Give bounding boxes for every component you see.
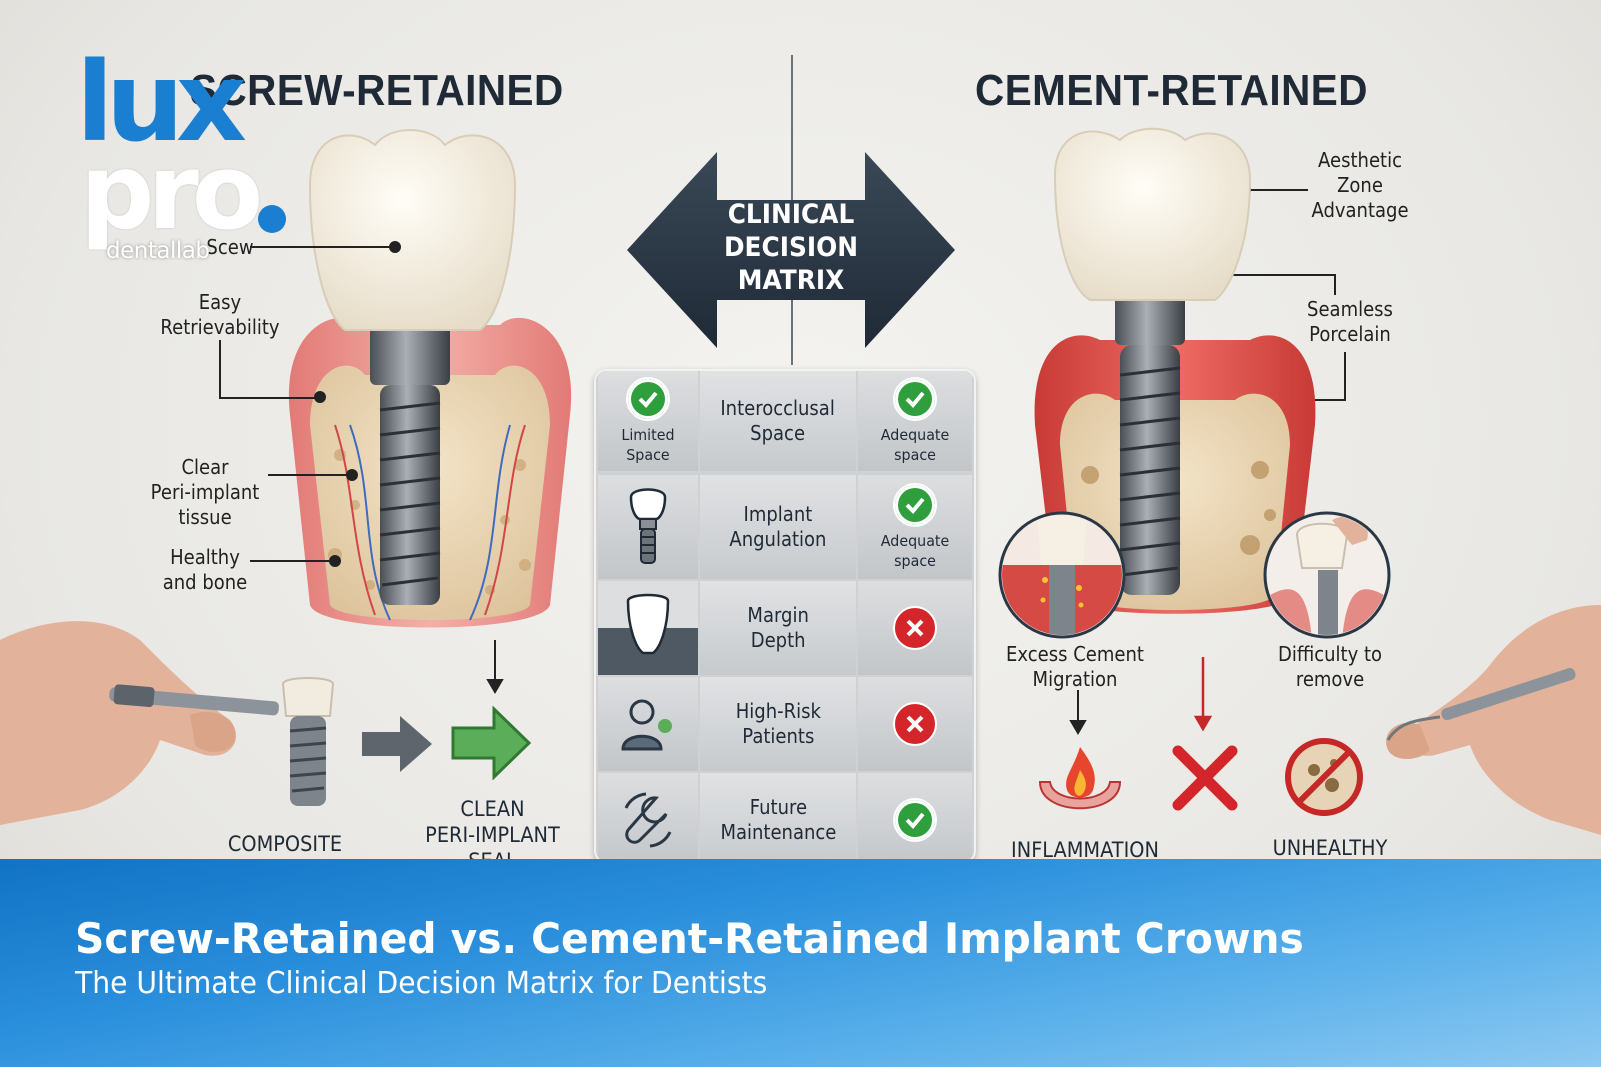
matrix-right-cell: Adequate space [858, 475, 972, 579]
difficulty-remove-inset [1263, 511, 1391, 639]
logo-pro: pro [80, 131, 263, 253]
crown-callout-label: Scew [206, 235, 254, 259]
screw-retained-heading: SCREW-RETAINED [190, 66, 564, 115]
logo-lux: lux [76, 38, 247, 166]
small-implant-icon [281, 677, 335, 806]
cement-retained-illustration [1034, 127, 1316, 614]
cement-retained-heading: CEMENT-RETAINED [975, 66, 1368, 115]
matrix-right-text: Adequate space [880, 532, 950, 570]
cement-migration-inset [998, 511, 1126, 639]
table-row: Future Maintenance [596, 773, 974, 861]
matrix-criterion-cell: Implant Angulation [700, 475, 856, 579]
peri-implant-tissue-label: Clear Peri-implant tissue [150, 455, 260, 529]
table-row: Margin Depth [596, 581, 974, 675]
gray-arrow-icon [362, 716, 432, 772]
check-icon [893, 377, 937, 421]
wrench-icon [624, 792, 672, 848]
banner-title: Screw-Retained vs. Cement-Retained Impla… [75, 914, 1304, 963]
matrix-arrow-label: CLINICAL DECISION MATRIX [690, 198, 892, 297]
green-arrow-icon [451, 706, 532, 780]
matrix-criterion-cell: Interocclusal Space [700, 371, 856, 471]
matrix-criterion: Margin Depth [747, 603, 809, 652]
matrix-criterion-cell: High-Risk Patients [700, 677, 856, 771]
composite-label: COMPOSITE [227, 832, 343, 856]
matrix-left-text: Limited Space [621, 426, 675, 464]
aesthetic-zone-label: Aesthetic Zone Advantage [1311, 148, 1409, 222]
matrix-right-cell [858, 677, 972, 771]
unhealthy-label: UNHEALTHY [1272, 836, 1388, 860]
logo-dentallab: dentallab [106, 238, 210, 264]
no-bone-icon [1285, 738, 1363, 816]
check-icon [893, 798, 937, 842]
excess-cement-label: Excess Cement Migration [1006, 642, 1144, 691]
matrix-right-text: Adequate space [880, 426, 950, 464]
screw-retained-illustration [288, 129, 572, 628]
matrix-right-cell: Adequate space [858, 371, 972, 471]
title-banner [0, 859, 1601, 1067]
inflammation-icon [1038, 747, 1122, 810]
matrix-left-cell [598, 475, 698, 579]
matrix-right-cell [858, 773, 972, 861]
clean-seal-label: CLEAN PERI-IMPLANT SEAL [425, 797, 560, 873]
matrix-left-cell [598, 581, 698, 675]
banner-subtitle: The Ultimate Clinical Decision Matrix fo… [75, 966, 768, 1001]
user-icon [621, 699, 672, 751]
difficulty-remove-label: Difficulty to remove [1277, 642, 1383, 691]
matrix-criterion: Interocclusal Space [720, 396, 836, 445]
healthy-bone-label: Healthy and bone [162, 545, 248, 594]
matrix-arrow-text: CLINICAL DECISION MATRIX [723, 199, 859, 296]
table-row: Limited Space Interocclusal Space Adequa… [596, 371, 974, 475]
matrix-criterion-cell: Margin Depth [700, 581, 856, 675]
matrix-left-cell: Limited Space [598, 371, 698, 471]
check-icon [893, 483, 937, 527]
margin-depth-icon [626, 593, 670, 655]
hand-probe-illustration [1386, 605, 1601, 835]
check-icon [626, 377, 670, 421]
logo-dot [258, 205, 286, 233]
seamless-porcelain-label: Seamless Porcelain [1307, 297, 1393, 346]
cross-icon [893, 606, 937, 650]
matrix-left-cell [598, 773, 698, 861]
retrievability-label: Easy Retrievability [160, 290, 280, 339]
cross-icon [893, 702, 937, 746]
matrix-criterion-cell: Future Maintenance [700, 773, 856, 861]
red-x-icon [1172, 745, 1238, 811]
matrix-left-cell [598, 677, 698, 771]
matrix-criterion: Implant Angulation [729, 502, 827, 551]
decision-matrix: Limited Space Interocclusal Space Adequa… [594, 369, 976, 863]
hand-screwdriver-illustration [0, 621, 279, 825]
inflammation-label: INFLAMMATION [1011, 838, 1159, 862]
table-row: Implant Angulation Adequate space [596, 475, 974, 579]
tooth-implant-icon [629, 488, 667, 564]
double-arrow-icon [627, 152, 955, 348]
matrix-criterion: Future Maintenance [720, 795, 836, 844]
matrix-criterion: High-Risk Patients [735, 699, 821, 748]
matrix-right-cell [858, 581, 972, 675]
table-row: High-Risk Patients [596, 677, 974, 771]
